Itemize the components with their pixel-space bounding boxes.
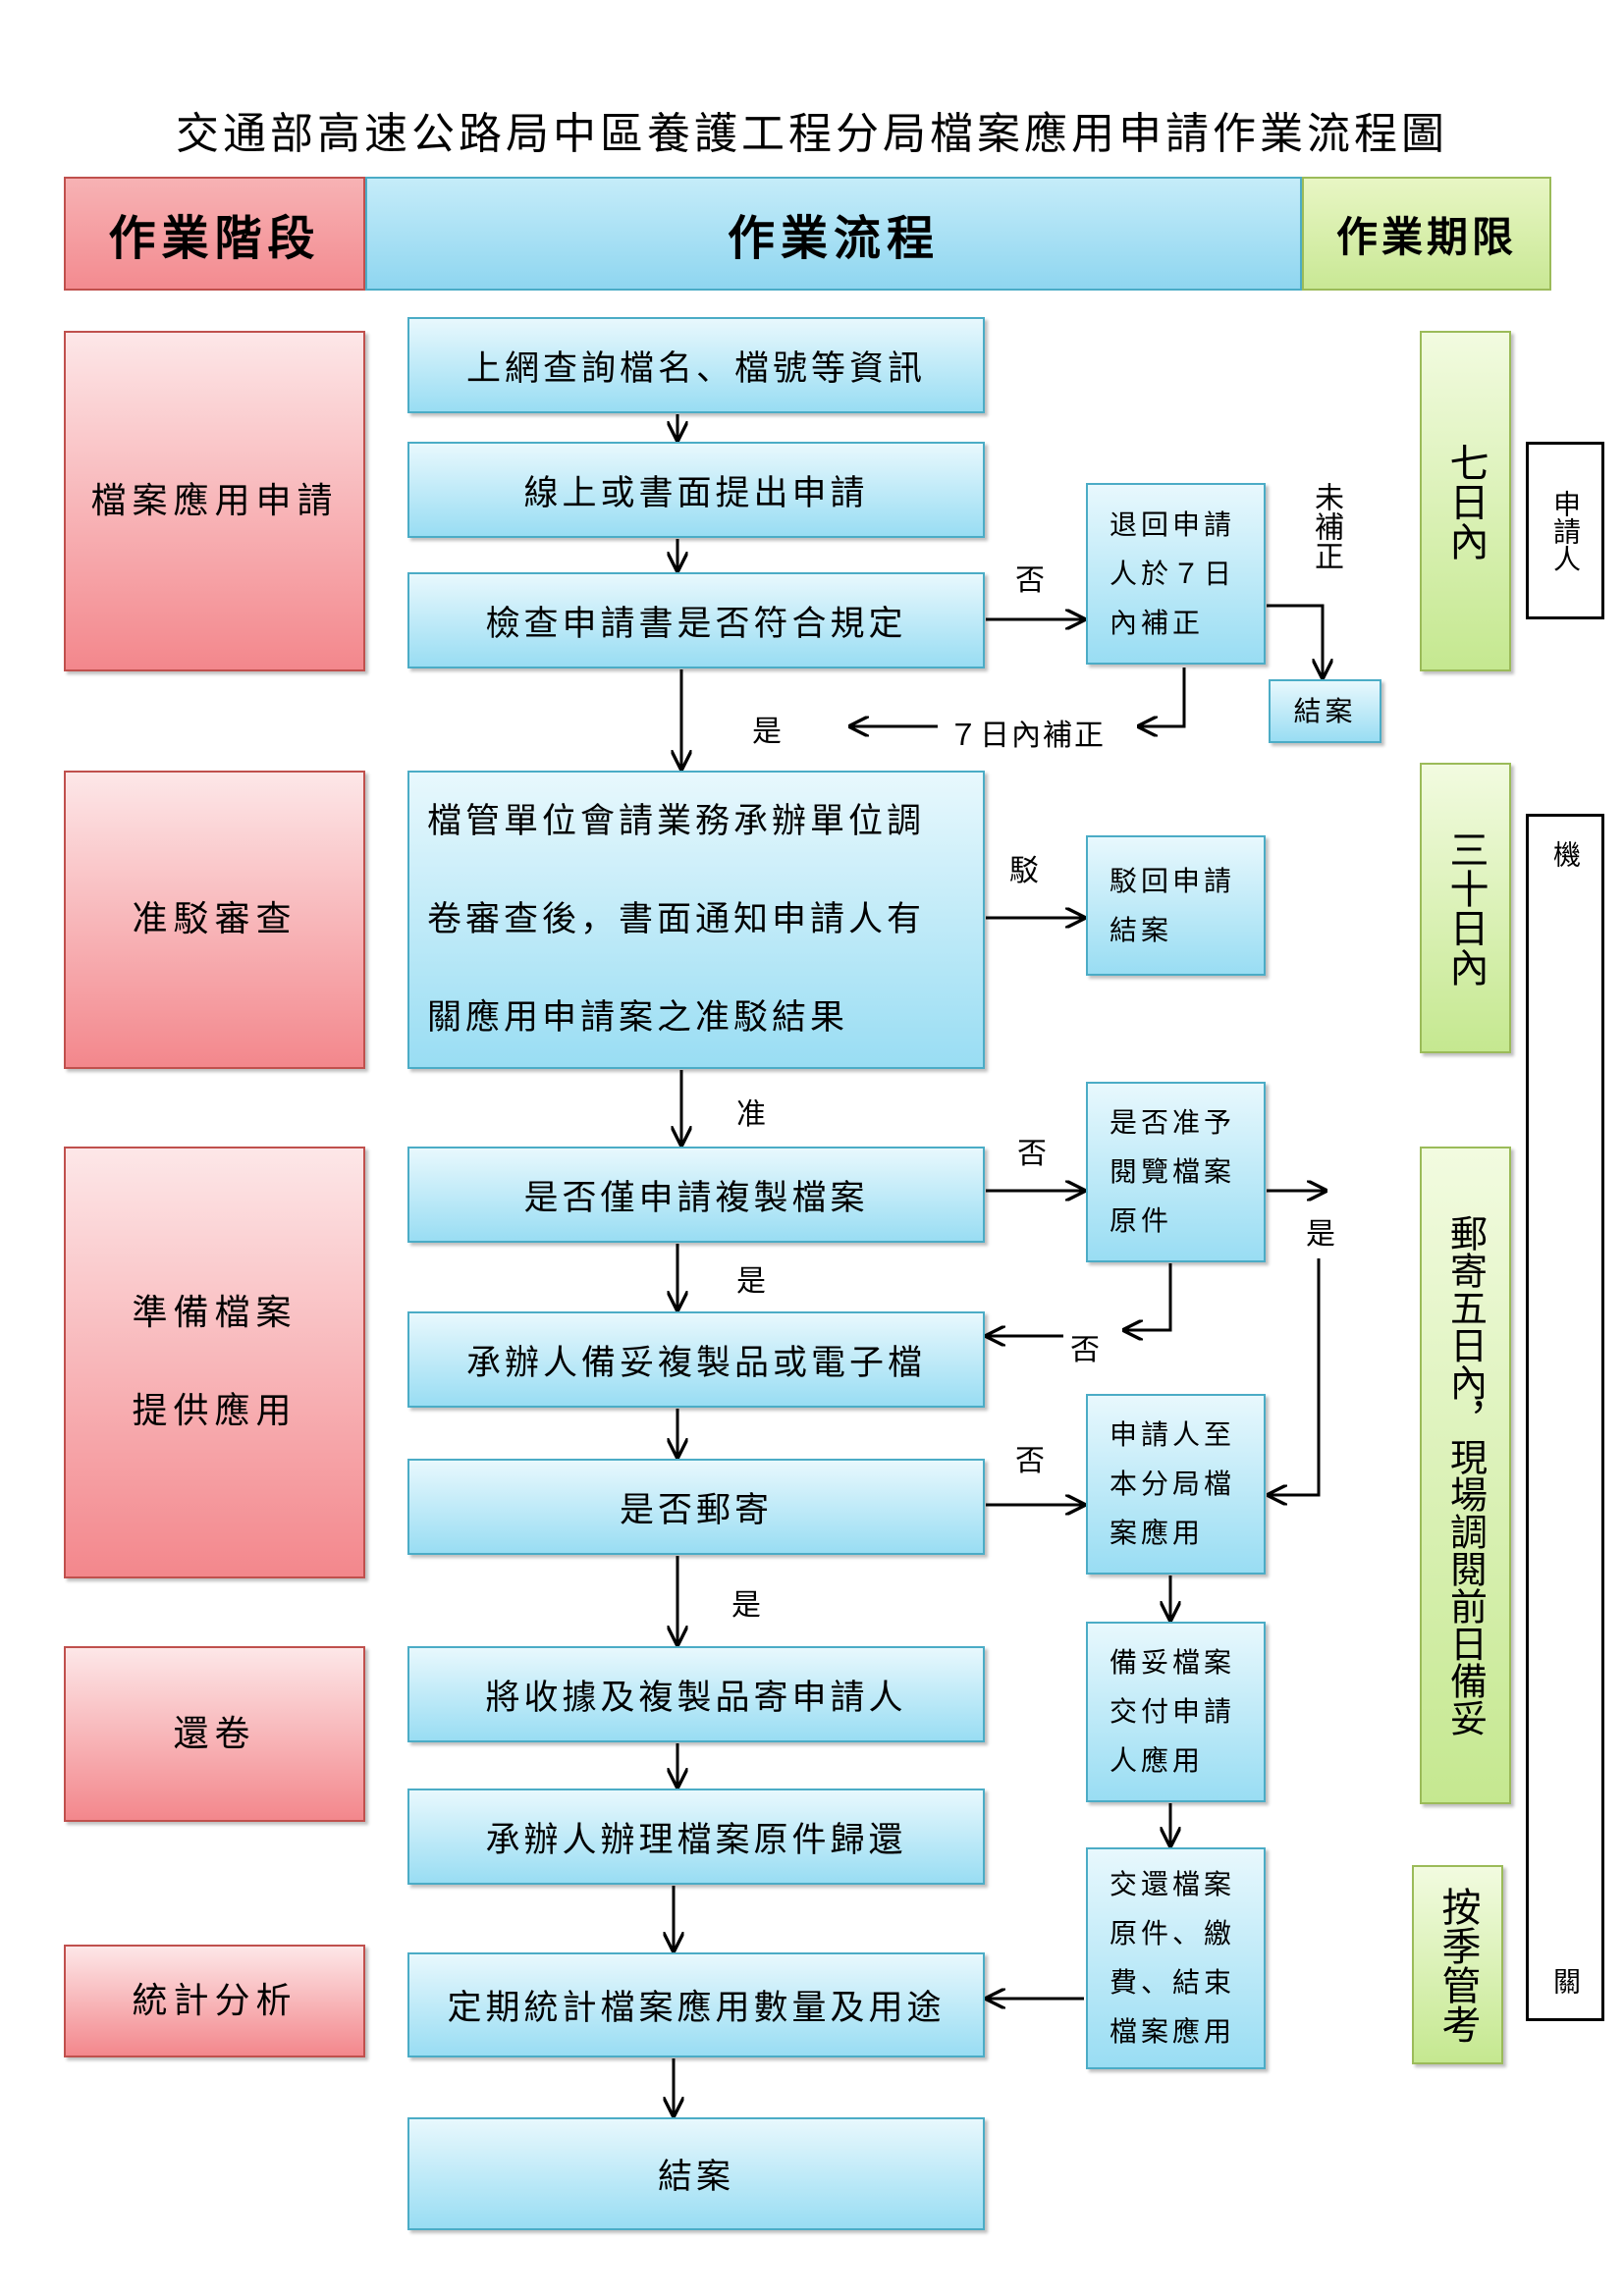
box-prepare-original-line-1: 備妥檔案 bbox=[1110, 1646, 1236, 1679]
box-prepare-original: 備妥檔案 交付申請 人應用 bbox=[1086, 1622, 1266, 1802]
deadline-seven-days: 七日內 bbox=[1420, 331, 1511, 671]
header-deadline: 作業期限 bbox=[1302, 177, 1551, 291]
box-prepare-original-line-2: 交付申請 bbox=[1110, 1695, 1236, 1728]
box-return-fix-line-2: 人於７日 bbox=[1110, 557, 1236, 590]
stage-stats: 統計分析 bbox=[64, 1945, 365, 2057]
step-review: 檔管單位會請業務承辦單位調 卷審查後，書面通知申請人有 關應用申請案之准駁結果 bbox=[407, 771, 985, 1069]
stage-review-label: 准駁審查 bbox=[132, 899, 298, 939]
deadline-mail-five-days: 郵寄五日內，現場調閱前日備妥 bbox=[1420, 1147, 1511, 1804]
step-review-line-3: 關應用申請案之准駁結果 bbox=[427, 998, 849, 1038]
actor-agency: 機 關 bbox=[1526, 814, 1604, 2021]
label-no-2: 否 bbox=[1017, 1137, 1047, 1171]
label-no-3: 否 bbox=[1070, 1333, 1100, 1367]
stage-apply-label: 檔案應用申請 bbox=[90, 480, 339, 521]
box-reject-line-1: 駁回申請 bbox=[1110, 864, 1236, 897]
stage-apply: 檔案應用申請 bbox=[64, 331, 365, 671]
label-yes-3: 是 bbox=[736, 1264, 766, 1299]
box-visit-line-3: 案應用 bbox=[1110, 1517, 1205, 1549]
box-reject: 駁回申請 結案 bbox=[1086, 835, 1266, 976]
box-return-fee: 交還檔案 原件、繳 費、結束 檔案應用 bbox=[1086, 1847, 1266, 2069]
step-check: 檢查申請書是否符合規定 bbox=[407, 572, 985, 668]
arrow-yes-to-visit bbox=[1269, 1258, 1321, 1495]
step-close: 結案 bbox=[407, 2117, 985, 2230]
step-return-original: 承辦人辦理檔案原件歸還 bbox=[407, 1789, 985, 1885]
box-return-fix: 退回申請 人於７日 內補正 bbox=[1086, 483, 1266, 665]
arrow-view-original-to-prepare-copy bbox=[1124, 1263, 1172, 1330]
box-return-fix-line-1: 退回申請 bbox=[1110, 507, 1236, 541]
header-stage: 作業階段 bbox=[64, 177, 365, 291]
box-return-fee-line-2: 原件、繳 bbox=[1110, 1917, 1236, 1949]
step-prepare-copy: 承辦人備妥複製品或電子檔 bbox=[407, 1311, 985, 1408]
stage-review: 准駁審查 bbox=[64, 771, 365, 1069]
box-visit-line-1: 申請人至 bbox=[1110, 1418, 1236, 1451]
step-search: 上網查詢檔名、檔號等資訊 bbox=[407, 317, 985, 413]
deadline-quarterly: 按季管考 bbox=[1412, 1865, 1503, 2064]
box-view-original: 是否准予 閱覽檔案 原件 bbox=[1086, 1082, 1266, 1262]
step-review-line-1: 檔管單位會請業務承辦單位調 bbox=[427, 802, 926, 841]
step-submit: 線上或書面提出申請 bbox=[407, 442, 985, 538]
box-visit: 申請人至 本分局檔 案應用 bbox=[1086, 1394, 1266, 1575]
box-return-fee-line-1: 交還檔案 bbox=[1110, 1868, 1236, 1900]
actor-applicant: 申請人 bbox=[1526, 442, 1604, 619]
box-return-fee-line-3: 費、結束 bbox=[1110, 1966, 1236, 1999]
label-not-fixed: 未補正 bbox=[1309, 482, 1343, 570]
step-send: 將收據及複製品寄申請人 bbox=[407, 1646, 985, 1742]
label-yes-2: 是 bbox=[1306, 1217, 1335, 1252]
box-visit-line-2: 本分局檔 bbox=[1110, 1468, 1236, 1500]
label-no-4: 否 bbox=[1015, 1444, 1045, 1478]
stage-prepare-label-1: 準備檔案 bbox=[132, 1293, 298, 1333]
label-approve: 准 bbox=[736, 1097, 766, 1132]
box-return-fee-line-4: 檔案應用 bbox=[1110, 2015, 1236, 2048]
label-no-1: 否 bbox=[1015, 563, 1045, 598]
box-return-fix-line-3: 內補正 bbox=[1110, 606, 1205, 639]
arrow-not-fixed-to-close bbox=[1267, 604, 1323, 677]
deadline-thirty-days: 三十日內 bbox=[1420, 763, 1511, 1053]
step-review-line-2: 卷審查後，書面通知申請人有 bbox=[427, 900, 926, 939]
stage-return-label: 還卷 bbox=[173, 1713, 256, 1754]
stage-return: 還卷 bbox=[64, 1646, 365, 1822]
step-copy-only: 是否僅申請複製檔案 bbox=[407, 1147, 985, 1243]
page-title: 交通部高速公路局中區養護工程分局檔案應用申請作業流程圖 bbox=[176, 109, 1448, 159]
actor-agency-top: 機 bbox=[1549, 840, 1582, 868]
actor-agency-bottom: 關 bbox=[1549, 1967, 1582, 1995]
stage-prepare-label-2: 提供應用 bbox=[132, 1391, 298, 1431]
step-stats: 定期統計檔案應用數量及用途 bbox=[407, 1952, 985, 2057]
box-view-original-line-3: 原件 bbox=[1110, 1204, 1173, 1237]
arrow-return-fix-down bbox=[1139, 667, 1186, 726]
label-yes-1: 是 bbox=[752, 715, 782, 749]
box-view-original-line-2: 閱覽檔案 bbox=[1110, 1155, 1236, 1188]
box-close-small: 結案 bbox=[1269, 679, 1381, 743]
label-reject: 駁 bbox=[1009, 854, 1039, 888]
box-prepare-original-line-3: 人應用 bbox=[1110, 1744, 1205, 1777]
label-yes-4: 是 bbox=[731, 1588, 761, 1623]
stage-stats-label: 統計分析 bbox=[132, 1980, 298, 2021]
header-process: 作業流程 bbox=[365, 177, 1302, 291]
stage-prepare: 準備檔案 提供應用 bbox=[64, 1147, 365, 1578]
box-view-original-line-1: 是否准予 bbox=[1110, 1106, 1236, 1139]
box-reject-line-2: 結案 bbox=[1110, 913, 1173, 946]
label-fix-in-7-days: ７日內補正 bbox=[948, 719, 1106, 753]
step-mail: 是否郵寄 bbox=[407, 1459, 985, 1555]
